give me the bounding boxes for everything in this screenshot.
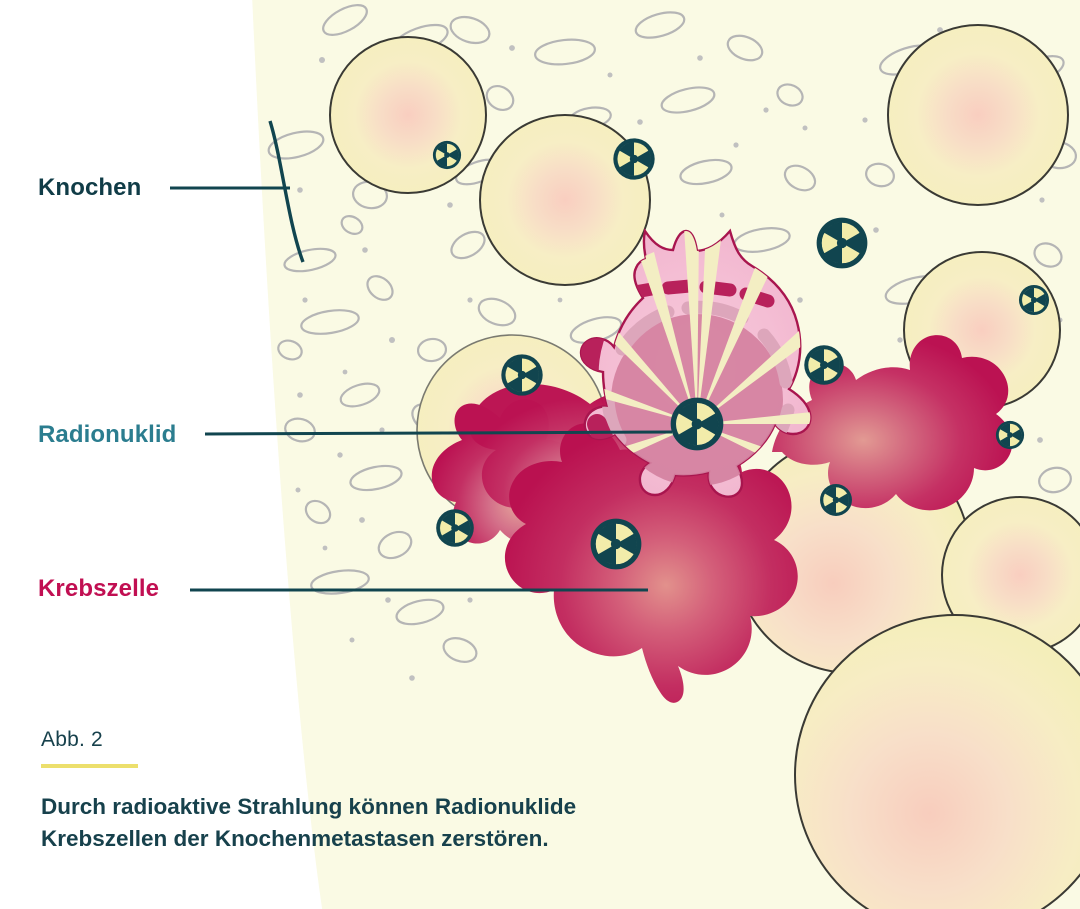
bone-cell	[329, 36, 487, 194]
caption-text: Durch radioaktive Strahlung können Radio…	[41, 791, 741, 855]
label-radionuklid: Radionuklid	[38, 421, 177, 448]
bone-cell	[794, 614, 1080, 909]
bone-cell	[887, 24, 1069, 206]
leader-line-radionuklid	[204, 430, 673, 436]
figure-number: Abb. 2	[41, 728, 103, 751]
bone-cell	[479, 114, 651, 286]
label-knochen: Knochen	[38, 174, 142, 201]
caption-line-2: Krebszellen der Knochenmetastasen zerstö…	[41, 825, 549, 851]
caption-divider-rule	[41, 764, 138, 768]
label-krebszelle: Krebszelle	[38, 575, 160, 602]
leader-bracket-knochen	[268, 120, 305, 263]
leader-lines-group	[170, 120, 673, 592]
caption-block: Abb. 2 Durch radioaktive Strahlung könne…	[41, 728, 741, 855]
caption-line-1: Durch radioaktive Strahlung können Radio…	[41, 794, 577, 819]
